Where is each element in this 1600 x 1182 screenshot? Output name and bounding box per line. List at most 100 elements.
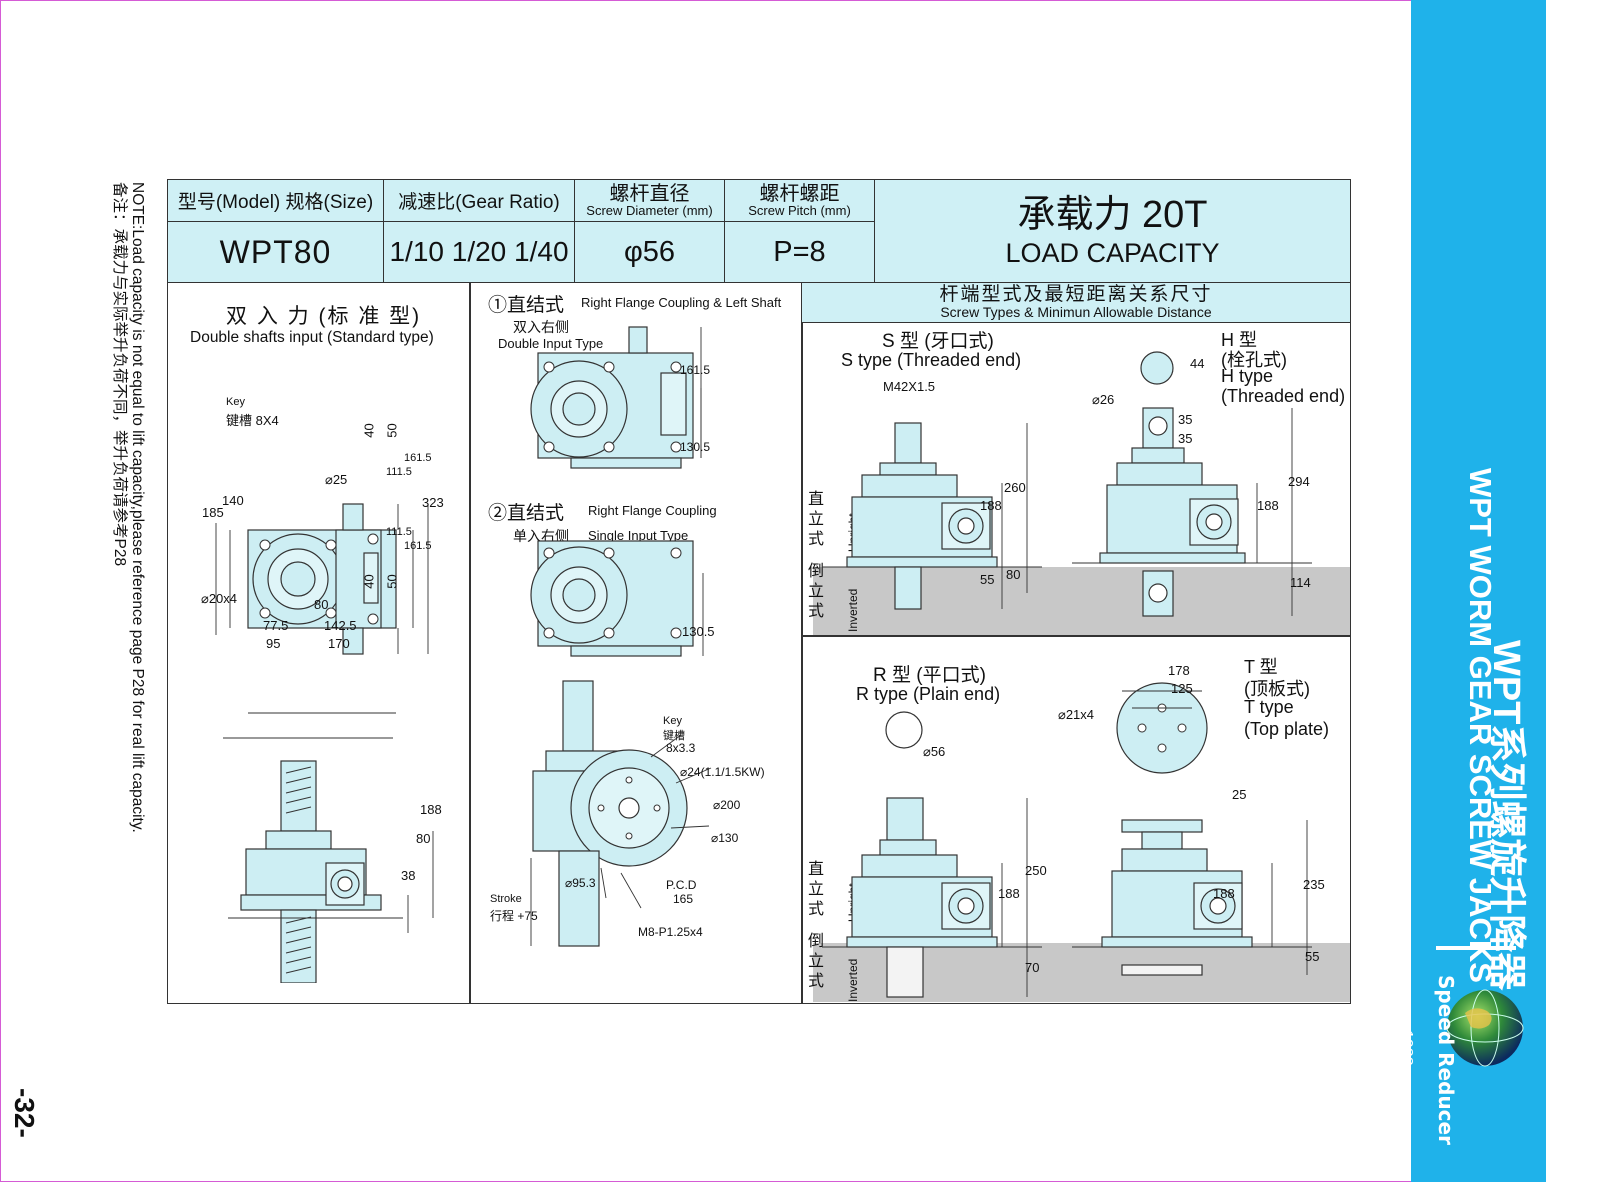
side-band <box>1411 0 1546 1182</box>
dim-d140: 140 <box>222 493 244 508</box>
dim-stroke-en: Stroke <box>490 893 522 905</box>
screw-dia-label-cn: 螺杆直径 <box>609 182 690 205</box>
dim-d161b: 161.5 <box>404 540 432 552</box>
dim-stroke-cn: 行程 +75 <box>490 909 538 923</box>
model-label: 型号(Model) 规格(Size) <box>177 192 374 213</box>
brand-year: 1988 <box>1398 1030 1415 1066</box>
t-type-title-cn: T 型 <box>1244 657 1278 677</box>
mid-type1-sub-en: Double Input Type <box>498 336 604 351</box>
right-drawings <box>822 351 1312 998</box>
dim-h114: 114 <box>1290 575 1311 590</box>
left-title-cn: 双 入 力 (标 准 型) <box>226 305 422 328</box>
dim-d40b: 40 <box>361 574 377 589</box>
upright-cn-bottom: 直立式 <box>808 861 825 918</box>
dim-d20x4: ⌀20x4 <box>201 591 238 606</box>
dim-t21x4: ⌀21x4 <box>1058 707 1095 722</box>
dim-d161a: 161.5 <box>404 452 432 464</box>
mid-type2-title-cn: ②直结式 <box>488 503 565 524</box>
mid-type1-title-cn: ①直结式 <box>488 295 565 316</box>
screw-dia-value-cell: φ56 <box>575 222 725 283</box>
dim-d24: ⌀24(1.1/1.5KW) <box>680 765 765 779</box>
capacity-cell: 承载力 20T LOAD CAPACITY <box>875 180 1350 283</box>
dim-key-size: 8x3.3 <box>666 741 696 755</box>
r-plain-end <box>886 797 924 841</box>
ratio-label-cell: 减速比(Gear Ratio) <box>384 180 575 222</box>
side-title-underline <box>1436 946 1516 950</box>
dim-h188: 188 <box>1257 498 1279 513</box>
side-margin <box>1546 0 1600 1182</box>
pitch-label-en: Screw Pitch (mm) <box>748 202 851 218</box>
divider-right <box>801 283 803 1003</box>
capacity-cn: 承载力 20T <box>1017 194 1208 236</box>
pitch-label-cell: 螺杆螺距 Screw Pitch (mm) <box>725 180 875 222</box>
dim-r70: 70 <box>1025 960 1040 975</box>
dim-d80: 80 <box>314 597 329 612</box>
input-shaft-bottom <box>342 627 364 655</box>
dim-key-cn: 键槽 <box>663 730 685 742</box>
dim-m1305a: 130.5 <box>680 440 711 454</box>
t-type-sub-cn: (顶板式) <box>1244 679 1310 699</box>
mid-type2-title-en: Right Flange Coupling <box>588 503 717 518</box>
dim-t55: 55 <box>1305 949 1320 964</box>
mid-type1-sub-cn: 双入右侧 <box>513 319 569 335</box>
side-screw-bottom <box>558 850 600 947</box>
mid-drawings <box>530 326 712 947</box>
dim-d25: ⌀25 <box>325 472 348 487</box>
dim-key-en: Key <box>663 715 682 727</box>
dim-r188: 188 <box>998 886 1020 901</box>
screw-dia-label-cell: 螺杆直径 Screw Diameter (mm) <box>575 180 725 222</box>
dim-h35a: 35 <box>1178 412 1193 427</box>
mid-type2-sub-en: Single Input Type <box>588 528 689 543</box>
left-title-en: Double shafts input (Standard type) <box>190 329 434 346</box>
dim-d775: 77.5 <box>263 618 289 633</box>
dim-pcd: P.C.D <box>666 878 697 892</box>
s-type-title-en: S type (Threaded end) <box>841 350 1022 370</box>
dim-t125: 125 <box>1171 681 1193 696</box>
dim-d130: ⌀130 <box>711 831 739 845</box>
right-panel-mid-divider <box>802 635 1350 637</box>
screw-dia-value: φ56 <box>623 235 676 268</box>
screw-types-title-cn: 杆端型式及最短距离关系尺寸 <box>939 284 1213 305</box>
pitch-value-cell: P=8 <box>725 222 875 283</box>
dim-r56: ⌀56 <box>923 744 946 759</box>
model-value: WPT80 <box>219 233 332 270</box>
screw-types-title-en: Screw Types & Minimun Allowable Distance <box>940 304 1212 320</box>
dim-m1305b: 130.5 <box>682 624 715 639</box>
dim-d40a: 40 <box>361 423 377 438</box>
divider-left <box>469 283 471 1003</box>
dim-d111b: 111.5 <box>386 526 412 538</box>
dim-d323: 323 <box>422 495 444 510</box>
type1-shaft <box>628 326 648 354</box>
dim-d38: 38 <box>401 868 416 883</box>
screw-bottom-side <box>280 909 317 983</box>
inverted-cn-top: 倒立式 <box>808 563 825 620</box>
capacity-en: LOAD CAPACITY <box>1005 238 1220 268</box>
s-type-thread: M42X1.5 <box>883 379 936 394</box>
t-type-sub-en: (Top plate) <box>1244 719 1330 739</box>
dim-t188: 188 <box>1213 886 1235 901</box>
t-type-title-en: T type <box>1244 697 1294 717</box>
h-type-title-en: H type <box>1221 366 1274 386</box>
dim-d200: ⌀200 <box>713 798 741 812</box>
dim-d953: ⌀95.3 <box>565 876 596 890</box>
mid-type1-title-en: Right Flange Coupling & Left Shaft <box>581 295 782 310</box>
screw-types-title-cell: 杆端型式及最短距离关系尺寸 Screw Types & Minimun Allo… <box>802 283 1350 323</box>
dim-s55: 55 <box>980 572 995 587</box>
t-plate-side <box>1121 819 1203 833</box>
brand-text: Speed Reducer <box>1434 975 1458 1145</box>
dim-d50b: 50 <box>384 574 400 589</box>
dim-d188: 188 <box>420 802 442 817</box>
dim-d185: 185 <box>202 505 224 520</box>
left-drawings <box>215 503 434 983</box>
dim-r250: 250 <box>1025 863 1047 878</box>
r-type-title-en: R type (Plain end) <box>856 684 1001 704</box>
model-label-cell: 型号(Model) 规格(Size) <box>168 180 384 222</box>
s-threaded-end <box>894 422 922 464</box>
ratio-value: 1/10 1/20 1/40 <box>389 236 569 267</box>
pitch-label-cn: 螺杆螺距 <box>759 182 840 205</box>
dim-s80: 80 <box>1006 567 1021 582</box>
t-top-plate <box>1116 682 1208 774</box>
h-type-sub-cn: (栓孔式) <box>1221 350 1287 370</box>
mid-type2-sub-cn: 单入右侧 <box>513 528 569 544</box>
r-plain-circle <box>885 711 923 749</box>
